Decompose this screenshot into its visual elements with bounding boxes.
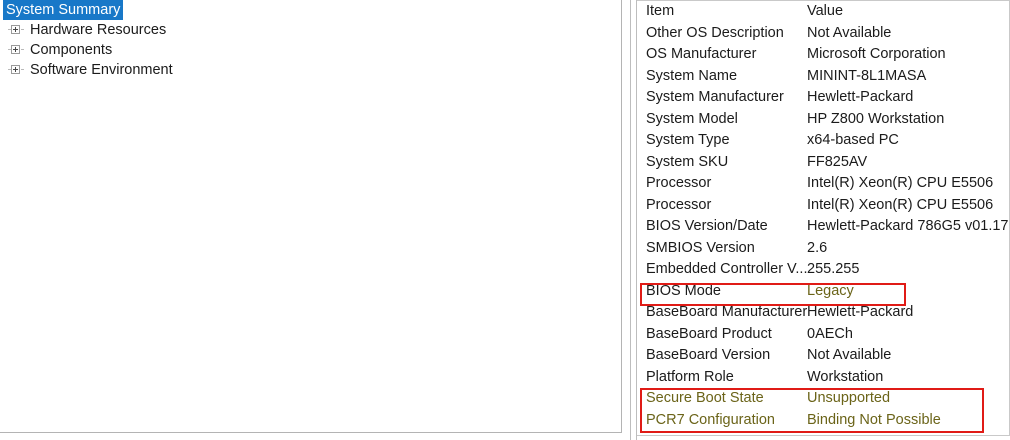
details-row[interactable]: System Name MININT-8L1MASA — [637, 66, 1009, 88]
column-header-value: Value — [807, 3, 844, 19]
detail-item-value: FF825AV — [807, 153, 868, 170]
detail-item-value: Intel(R) Xeon(R) CPU E5506 — [807, 196, 994, 213]
expand-plus-icon[interactable] — [8, 22, 24, 38]
detail-item-value: Not Available — [807, 347, 892, 363]
detail-item-label: BIOS Mode — [646, 282, 721, 299]
detail-item-label: BIOS Version/Date — [646, 218, 768, 234]
detail-item-label: SMBIOS Version — [646, 239, 755, 256]
pane-splitter[interactable] — [628, 0, 638, 440]
detail-item-value: Not Available — [807, 24, 892, 41]
detail-item-label: BaseBoard Manufacturer — [646, 304, 808, 320]
detail-item-label: Processor — [646, 196, 712, 213]
tree-item-label: Software Environment — [30, 62, 173, 78]
detail-item-label: System Name — [646, 67, 738, 84]
detail-item-value: Hewlett-Packard 786G5 v01.17, 8/ — [807, 218, 1010, 234]
detail-item-value: Unsupported — [807, 390, 891, 406]
details-header-row[interactable]: Item Value — [637, 1, 1009, 23]
detail-item-label: PCR7 Configuration — [646, 411, 775, 428]
details-row[interactable]: BaseBoard Version Not Available — [637, 345, 1009, 367]
detail-item-value: Intel(R) Xeon(R) CPU E5506 — [807, 175, 994, 191]
details-row[interactable]: BIOS Version/Date Hewlett-Packard 786G5 v… — [637, 216, 1010, 238]
detail-item-value: Hewlett-Packard — [807, 89, 914, 105]
details-row[interactable]: Other OS Description Not Available — [637, 23, 1009, 45]
detail-item-label: Platform Role — [646, 368, 734, 385]
details-row[interactable]: System Manufacturer Hewlett-Packard — [637, 87, 1009, 109]
details-row[interactable]: Secure Boot State Unsupported — [637, 388, 1009, 410]
column-header-item: Item — [646, 3, 675, 19]
detail-item-label: OS Manufacturer — [646, 46, 757, 62]
detail-item-label: Other OS Description — [646, 24, 784, 41]
details-row[interactable]: System Type x64-based PC — [637, 130, 1009, 152]
expand-plus-icon[interactable] — [8, 62, 24, 78]
detail-item-value: 255.255 — [807, 261, 860, 277]
detail-item-value: Microsoft Corporation — [807, 46, 946, 62]
details-row[interactable]: PCR7 Configuration Binding Not Possible — [637, 410, 1009, 432]
detail-item-value: x64-based PC — [807, 132, 899, 148]
tree-item-system-summary[interactable]: System Summary — [0, 0, 621, 20]
detail-item-value: Binding Not Possible — [807, 411, 941, 428]
details-row[interactable]: BaseBoard Product 0AECh — [637, 324, 1009, 346]
expand-plus-icon[interactable] — [8, 42, 24, 58]
details-row[interactable]: System SKU FF825AV — [637, 152, 1009, 174]
detail-item-label: BaseBoard Version — [646, 347, 771, 363]
detail-item-value: 0AECh — [807, 325, 853, 342]
detail-item-label: Processor — [646, 175, 712, 191]
detail-item-label: Secure Boot State — [646, 390, 764, 406]
details-row[interactable]: Platform Role Workstation — [637, 367, 1009, 389]
splitter-line-left — [630, 0, 631, 440]
details-row[interactable]: BIOS Mode Legacy — [637, 281, 1009, 303]
detail-item-label: Embedded Controller V... — [646, 261, 808, 277]
splitter-line-right — [636, 0, 637, 440]
details-row[interactable]: System Model HP Z800 Workstation — [637, 109, 1009, 131]
detail-item-label: System Manufacturer — [646, 89, 784, 105]
details-row[interactable]: Processor Intel(R) Xeon(R) CPU E5506 — [637, 173, 1009, 195]
details-row[interactable]: Embedded Controller V...255.255 — [637, 259, 1009, 281]
details-row[interactable]: SMBIOS Version 2.6 — [637, 238, 1009, 260]
tree-item-software-environment[interactable]: Software Environment — [0, 60, 621, 80]
detail-item-value: Workstation — [807, 368, 884, 385]
details-row[interactable]: Processor Intel(R) Xeon(R) CPU E5506 — [637, 195, 1009, 217]
detail-item-label: System Type — [646, 132, 730, 148]
detail-item-value: MININT-8L1MASA — [807, 67, 927, 84]
tree-item-label: Components — [30, 42, 113, 58]
detail-item-value: Hewlett-Packard — [807, 304, 914, 320]
tree-item-components[interactable]: Components — [0, 40, 621, 60]
detail-item-value: 2.6 — [807, 239, 828, 256]
tree-item-label: Hardware Resources — [30, 22, 167, 38]
tree-item-label: System Summary — [3, 0, 124, 20]
detail-item-value: Legacy — [807, 282, 854, 299]
detail-item-label: System SKU — [646, 153, 729, 170]
detail-item-value: HP Z800 Workstation — [807, 110, 945, 127]
detail-item-label: BaseBoard Product — [646, 325, 772, 342]
details-row[interactable]: OS Manufacturer Microsoft Corporation — [637, 44, 1009, 66]
tree-item-hardware-resources[interactable]: Hardware Resources — [0, 20, 621, 40]
detail-item-label: System Model — [646, 110, 738, 127]
